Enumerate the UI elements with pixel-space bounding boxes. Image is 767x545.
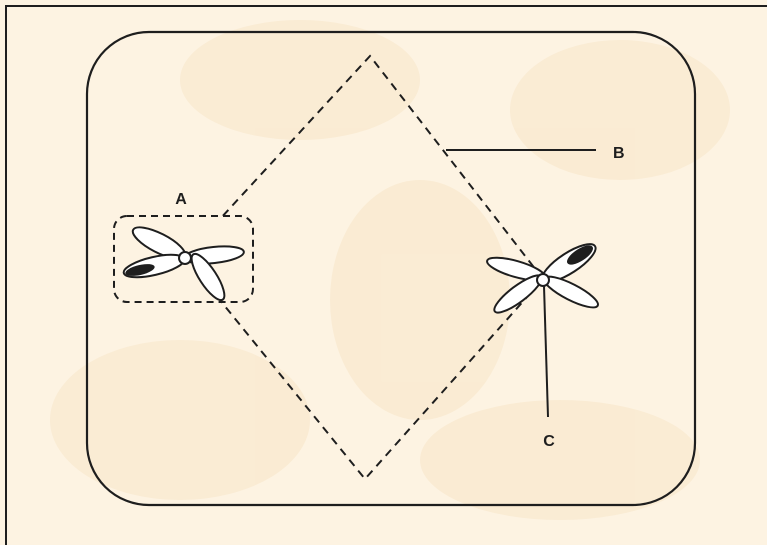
fan-a-hub <box>179 252 191 264</box>
label-a: A <box>175 191 187 208</box>
label-b: B <box>613 145 625 162</box>
label-c: C <box>543 433 555 450</box>
leader-line-c <box>544 286 548 417</box>
fan-c-hub <box>537 274 549 286</box>
fan-c-blade <box>541 271 602 312</box>
